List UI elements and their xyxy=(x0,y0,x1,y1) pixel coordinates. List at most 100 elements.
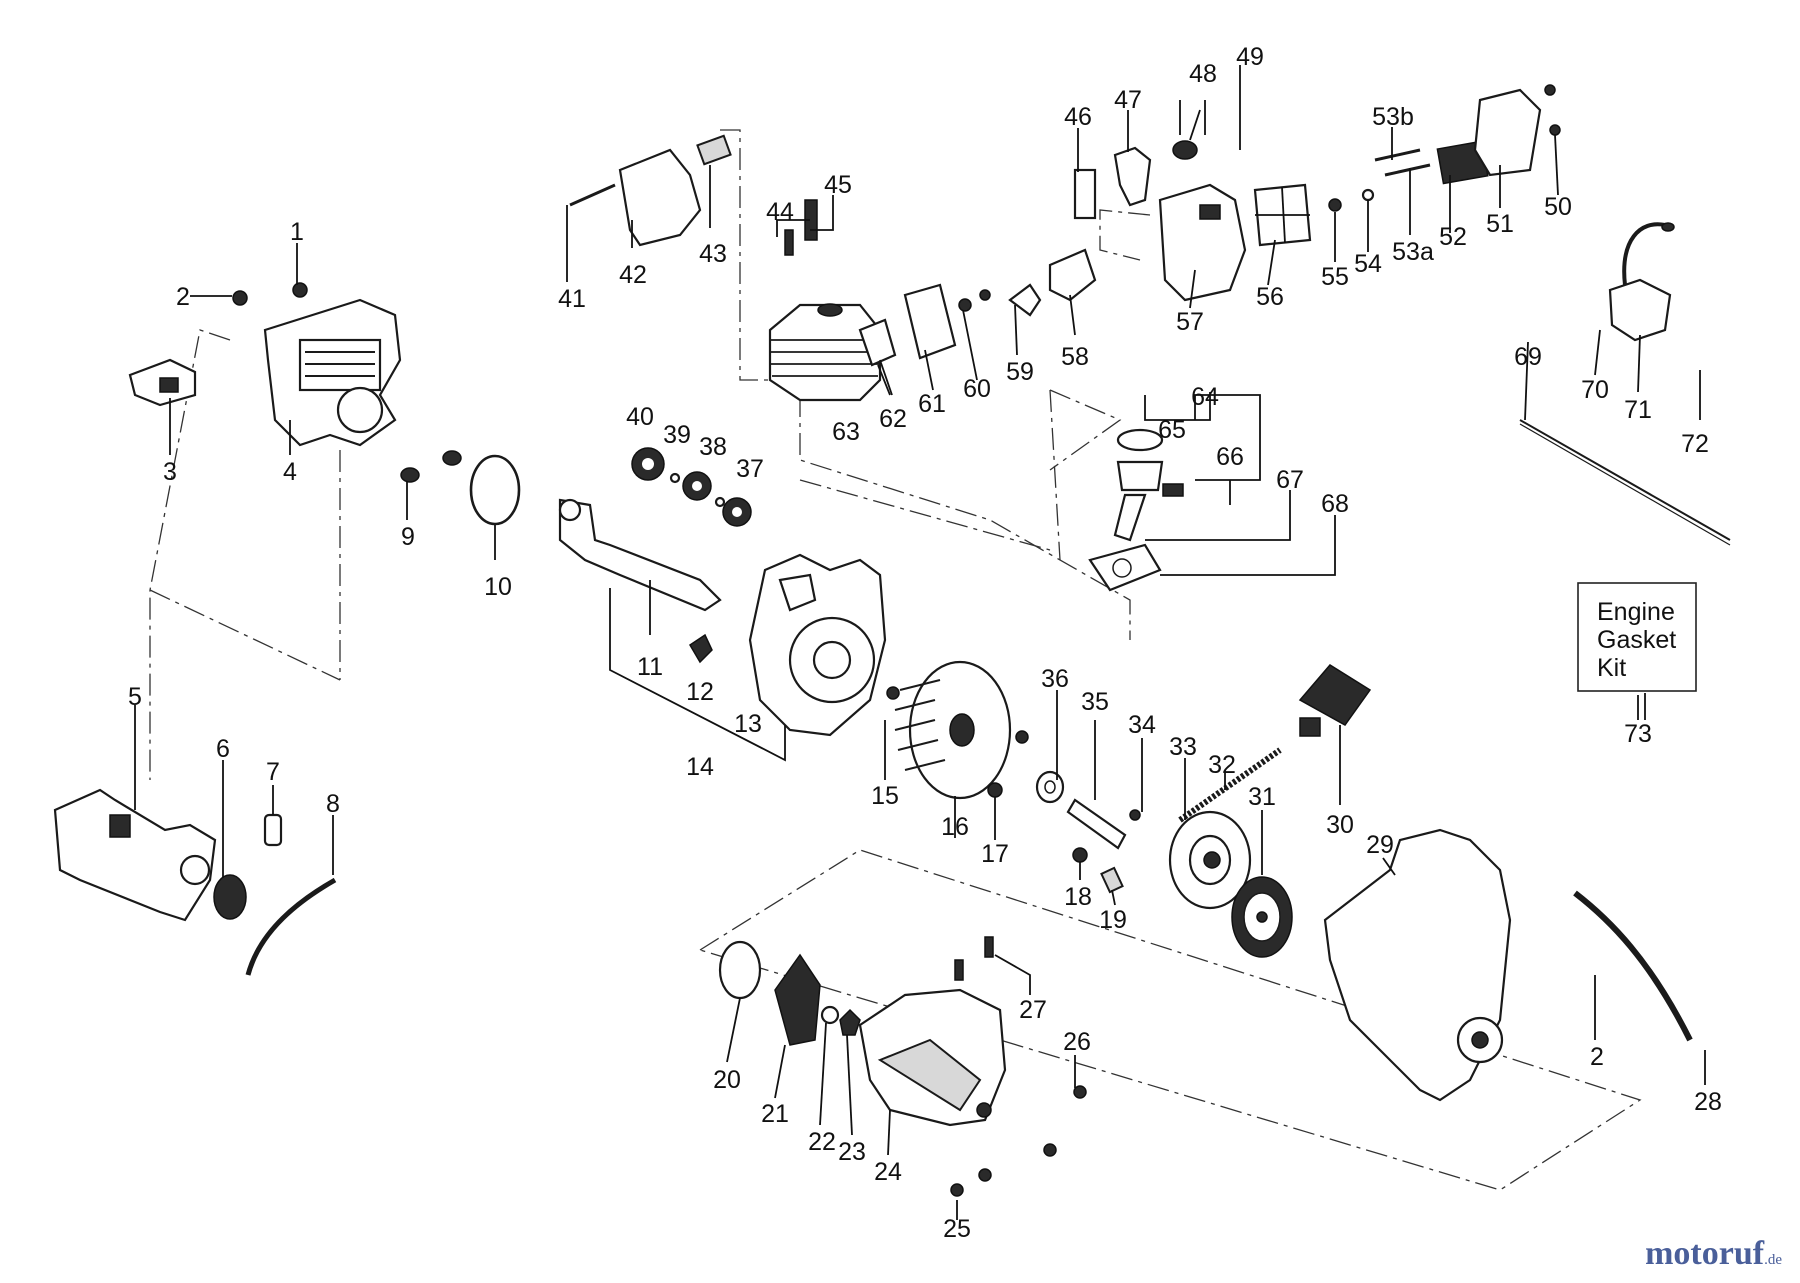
piston-part-64-67 xyxy=(1113,428,1184,542)
callout-50: 50 xyxy=(1544,193,1572,221)
callout-47: 47 xyxy=(1114,86,1142,114)
engine-gasket-kit-box: Engine Gasket Kit xyxy=(1577,582,1697,692)
callout-7: 7 xyxy=(266,758,280,786)
callout-22: 22 xyxy=(808,1128,836,1156)
callout-58: 58 xyxy=(1061,343,1089,371)
clip-part-3 xyxy=(128,358,197,407)
leader-lines xyxy=(134,65,1706,1220)
callout-28: 28 xyxy=(1694,1088,1722,1116)
callout-25: 25 xyxy=(943,1215,971,1243)
motoruf-logo[interactable]: motoruf.de xyxy=(1645,1235,1782,1273)
wire-part-69 xyxy=(1519,419,1731,546)
callout-1: 1 xyxy=(290,218,304,246)
callout-10: 10 xyxy=(484,573,512,601)
callout-72: 72 xyxy=(1681,430,1709,458)
air-filter-part-56 xyxy=(1253,183,1312,247)
callout-23: 23 xyxy=(838,1138,866,1166)
spark-arrestor-part-43 xyxy=(696,134,732,166)
callout-20: 20 xyxy=(713,1066,741,1094)
fan-housing-part-4 xyxy=(263,298,402,447)
callout-24: 24 xyxy=(874,1158,902,1186)
callout-42: 42 xyxy=(619,261,647,289)
callout-3: 3 xyxy=(163,458,177,486)
bolt-part-25-26-27 xyxy=(950,936,1087,1197)
logo-name: motoruf xyxy=(1645,1235,1765,1272)
callout-17: 17 xyxy=(981,840,1009,868)
callout-53a: 53a xyxy=(1392,238,1434,266)
callout-52: 52 xyxy=(1439,223,1467,251)
callout-66: 66 xyxy=(1216,443,1244,471)
callout-31: 31 xyxy=(1248,783,1276,811)
starter-housing-part-29 xyxy=(1323,828,1512,1102)
callout-68: 68 xyxy=(1321,490,1349,518)
ignition-coil-part-70-71 xyxy=(1608,222,1675,342)
kit-line-2: Gasket xyxy=(1597,626,1676,654)
washer-part-54-55 xyxy=(1328,188,1375,212)
fuel-tank-part-5 xyxy=(53,788,217,922)
air-cover-part-51 xyxy=(1473,84,1561,177)
callout-16: 16 xyxy=(941,813,969,841)
callout-55: 55 xyxy=(1321,263,1349,291)
handle-part-30 xyxy=(1298,664,1372,737)
callout-54: 54 xyxy=(1354,250,1382,278)
fuel-filter-part-7 xyxy=(263,805,283,847)
callout-11: 11 xyxy=(637,653,663,681)
washer-nut-part-22-23 xyxy=(820,1005,861,1036)
spring-part-17 xyxy=(987,730,1029,798)
callout-44: 44 xyxy=(766,198,794,226)
callout-57: 57 xyxy=(1176,308,1204,336)
callout-6: 6 xyxy=(216,735,230,763)
callout-4: 4 xyxy=(283,458,297,486)
callout-67: 67 xyxy=(1276,466,1304,494)
callout-70: 70 xyxy=(1581,376,1609,404)
callout-9: 9 xyxy=(401,523,415,551)
screw-part-1-2 xyxy=(232,282,308,306)
callout-62: 62 xyxy=(879,405,907,433)
callout-15: 15 xyxy=(871,782,899,810)
carb-plate-part-46-47 xyxy=(1073,146,1152,220)
callout-26: 26 xyxy=(1063,1028,1091,1056)
gasket-part-61-62 xyxy=(858,283,957,367)
callout-34: 34 xyxy=(1128,711,1156,739)
callout-39: 39 xyxy=(663,421,691,449)
callout-2-right: 2 xyxy=(1590,1043,1604,1071)
callout-71: 71 xyxy=(1624,396,1652,424)
clutch-housing-part-24 xyxy=(858,988,1007,1127)
crankcase-part-14 xyxy=(748,553,887,737)
callout-53b: 53b xyxy=(1372,103,1414,131)
assembly-lines xyxy=(149,129,1642,1191)
callout-56: 56 xyxy=(1256,283,1284,311)
carb-parts-58-60 xyxy=(958,248,1097,317)
callout-65: 65 xyxy=(1158,416,1186,444)
callout-29: 29 xyxy=(1366,831,1394,859)
callout-32: 32 xyxy=(1208,751,1236,779)
callout-numbers: 1 2 3 4 5 6 7 8 9 10 11 12 13 14 15 16 1… xyxy=(128,43,1722,1243)
callout-64: 64 xyxy=(1191,383,1219,411)
callout-49: 49 xyxy=(1236,43,1264,71)
callout-46: 46 xyxy=(1064,103,1092,131)
kit-line-1: Engine xyxy=(1597,598,1675,626)
bolts-part-53 xyxy=(1374,148,1431,177)
callout-48: 48 xyxy=(1189,60,1217,88)
callout-69: 69 xyxy=(1514,343,1542,371)
pulley-part-33 xyxy=(1168,810,1252,910)
callout-51: 51 xyxy=(1486,210,1514,238)
cylinder-part-63 xyxy=(768,303,882,402)
fuel-cap-part-6 xyxy=(213,874,247,920)
callout-21: 21 xyxy=(761,1100,789,1128)
flywheel-part-16 xyxy=(886,660,1012,800)
clutch-disc-part-20 xyxy=(718,940,762,1000)
callout-35: 35 xyxy=(1081,688,1109,716)
kit-line-3: Kit xyxy=(1597,654,1626,682)
callout-36: 36 xyxy=(1041,665,1069,693)
nut-part-9 xyxy=(400,450,462,483)
callout-30: 30 xyxy=(1326,811,1354,839)
cable-part-28 xyxy=(1573,890,1693,1042)
callout-37: 37 xyxy=(736,455,764,483)
callout-40: 40 xyxy=(626,403,654,431)
spring-part-31 xyxy=(1231,876,1293,958)
callout-38: 38 xyxy=(699,433,727,461)
callout-63: 63 xyxy=(832,418,860,446)
pin-part-35 xyxy=(1066,798,1127,850)
